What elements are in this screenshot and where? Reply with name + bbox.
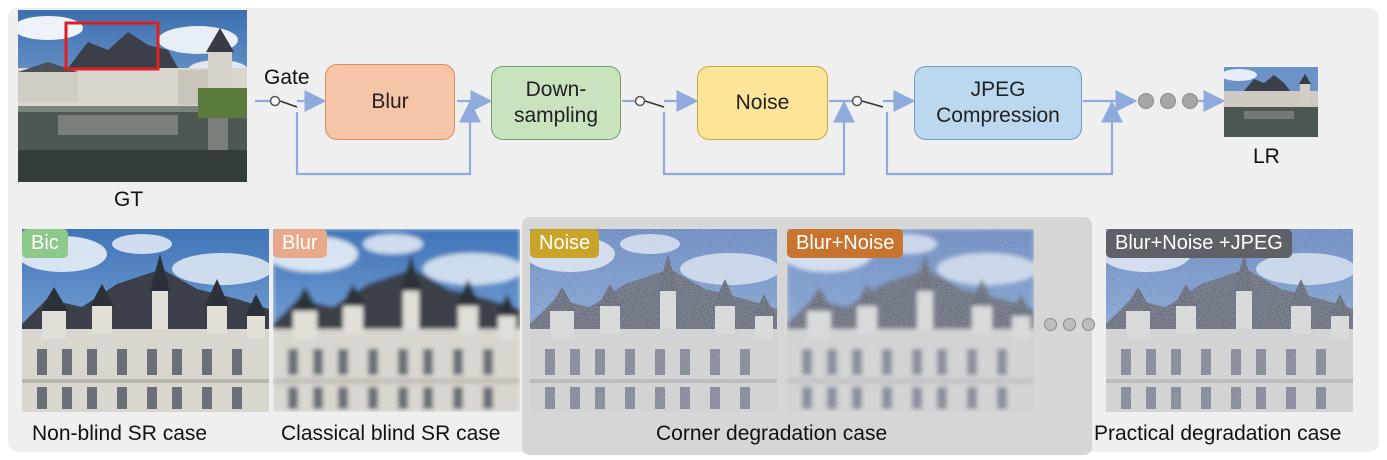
caption-non-blind: Non-blind SR case [32,422,208,445]
gate-label: Gate [264,66,310,89]
ellipsis-dot [1138,93,1154,109]
lr-image [1224,67,1318,137]
tag-noise: Noise [530,229,600,258]
caption-corner: Corner degradation case [656,422,888,445]
ellipsis-dot [1044,318,1057,331]
ellipsis-dot [1160,93,1176,109]
tag-blur-noise: Blur+Noise [787,229,904,258]
tag-blur-noise-jpeg: Blur+Noise +JPEG [1106,229,1292,258]
jpeg-compression-block: JPEG Compression [914,66,1082,140]
gt-label: GT [114,188,144,211]
caption-practical: Practical degradation case [1094,422,1342,445]
more-steps-ellipsis [1138,93,1198,109]
more-cases-ellipsis [1044,318,1095,331]
noise-block: Noise [697,66,828,140]
tag-blur: Blur [273,229,327,258]
caption-classical-blind: Classical blind SR case [281,422,501,445]
gt-image [18,10,247,182]
ellipsis-dot [1063,318,1076,331]
gt-crop-box [64,21,160,71]
ellipsis-dot [1182,93,1198,109]
ellipsis-dot [1082,318,1095,331]
tag-bic: Bic [22,229,68,258]
lr-label: LR [1253,145,1280,168]
downsampling-block: Down- sampling [491,66,621,140]
blur-block: Blur [325,64,455,140]
